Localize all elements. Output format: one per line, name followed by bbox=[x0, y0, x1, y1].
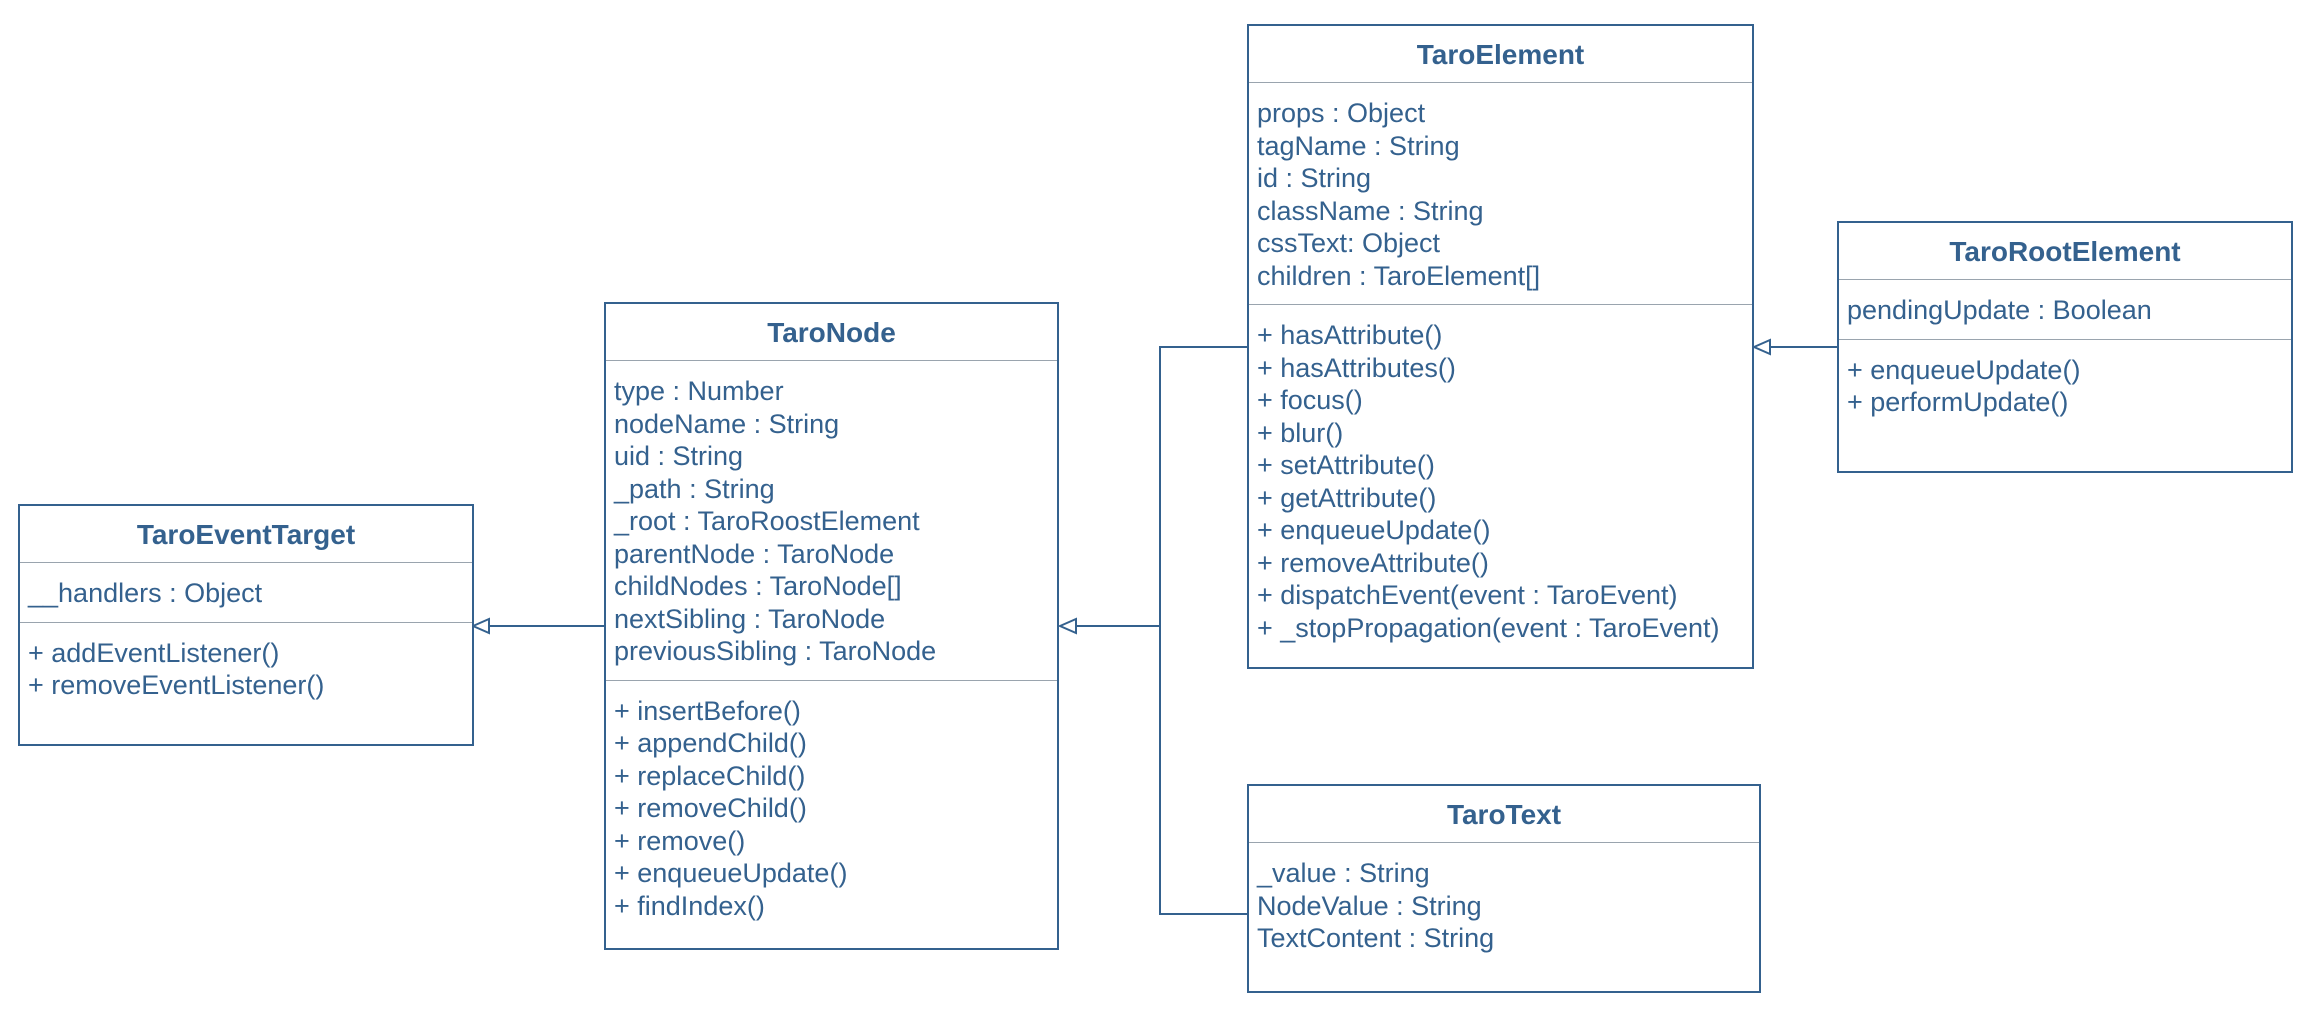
attribute: _root : TaroRoostElement bbox=[614, 506, 920, 536]
class-taro-root-element[interactable]: TaroRootElement pendingUpdate : Boolean … bbox=[1837, 221, 2293, 473]
method: + hasAttributes() bbox=[1257, 352, 1456, 383]
method: + setAttribute() bbox=[1257, 450, 1435, 480]
attribute: id : String bbox=[1257, 163, 1372, 193]
method: + remove() bbox=[614, 825, 746, 856]
method: + addEventListener() bbox=[28, 637, 280, 668]
method: + hasAttribute() bbox=[1257, 320, 1443, 350]
attribute: nodeName : String bbox=[614, 408, 840, 439]
attribute: nextSibling : TaroNode bbox=[614, 603, 886, 634]
class-name: TaroRootElement bbox=[1839, 223, 2291, 280]
method: + findIndex() bbox=[614, 890, 765, 921]
class-taro-event-target[interactable]: TaroEventTarget __handlers : Object + ad… bbox=[18, 504, 474, 746]
class-taro-node[interactable]: TaroNode type : Number nodeName : String… bbox=[604, 302, 1059, 950]
text-to-node-line bbox=[1159, 626, 1247, 915]
class-name: TaroNode bbox=[606, 304, 1057, 361]
class-name: TaroElement bbox=[1249, 26, 1752, 83]
class-taro-text[interactable]: TaroText _value : String NodeValue : Str… bbox=[1247, 784, 1761, 993]
method: + dispatchEvent(event : TaroEvent) bbox=[1257, 580, 1678, 610]
attributes-section: __handlers : Object bbox=[20, 563, 472, 623]
attribute: className : String bbox=[1257, 195, 1484, 226]
root-to-element-arrowhead bbox=[1751, 338, 1771, 356]
element-to-node-line bbox=[1076, 346, 1247, 627]
node-to-event-target-arrowhead bbox=[470, 617, 490, 635]
class-taro-element[interactable]: TaroElement props : Object tagName : Str… bbox=[1247, 24, 1754, 669]
method: + replaceChild() bbox=[614, 760, 806, 791]
method: + enqueueUpdate() bbox=[1257, 515, 1491, 545]
attribute: children : TaroElement[] bbox=[1257, 260, 1541, 291]
attribute: pendingUpdate : Boolean bbox=[1847, 295, 2152, 325]
method: + removeAttribute() bbox=[1257, 547, 1489, 578]
to-node-arrowhead bbox=[1057, 617, 1077, 635]
attribute: childNodes : TaroNode[] bbox=[614, 571, 902, 601]
method: + insertBefore() bbox=[614, 695, 801, 726]
methods-section: + addEventListener() + removeEventListen… bbox=[20, 623, 472, 714]
attribute: __handlers : Object bbox=[28, 578, 263, 608]
method: + removeEventListener() bbox=[28, 670, 325, 700]
attribute: tagName : String bbox=[1257, 130, 1460, 161]
attribute: NodeValue : String bbox=[1257, 890, 1482, 921]
attribute: props : Object bbox=[1257, 98, 1426, 128]
attribute: type : Number bbox=[614, 376, 784, 406]
attribute: _value : String bbox=[1257, 858, 1430, 888]
method: + focus() bbox=[1257, 385, 1363, 415]
method: + _stopPropagation(event : TaroEvent) bbox=[1257, 612, 1720, 643]
method: + appendChild() bbox=[614, 728, 807, 758]
attributes-section: _value : String NodeValue : String TextC… bbox=[1249, 843, 1759, 967]
class-name: TaroText bbox=[1249, 786, 1759, 843]
methods-section: + hasAttribute() + hasAttributes() + foc… bbox=[1249, 305, 1752, 656]
attribute: previousSibling : TaroNode bbox=[614, 636, 937, 666]
method: + getAttribute() bbox=[1257, 482, 1437, 513]
method: + enqueueUpdate() bbox=[1847, 354, 2081, 385]
attributes-section: pendingUpdate : Boolean bbox=[1839, 280, 2291, 340]
attributes-section: type : Number nodeName : String uid : St… bbox=[606, 361, 1057, 681]
methods-section: + enqueueUpdate() + performUpdate() bbox=[1839, 340, 2291, 431]
method: + performUpdate() bbox=[1847, 387, 2069, 417]
attributes-section: props : Object tagName : String id : Str… bbox=[1249, 83, 1752, 305]
attribute: _path : String bbox=[614, 473, 775, 504]
method: + enqueueUpdate() bbox=[614, 858, 848, 888]
attribute: parentNode : TaroNode bbox=[614, 538, 895, 569]
class-name: TaroEventTarget bbox=[20, 506, 472, 563]
method: + removeChild() bbox=[614, 793, 807, 823]
attribute: cssText: Object bbox=[1257, 228, 1441, 258]
attribute: TextContent : String bbox=[1257, 923, 1495, 953]
attribute: uid : String bbox=[614, 441, 744, 471]
methods-section: + insertBefore() + appendChild() + repla… bbox=[606, 681, 1057, 935]
method: + blur() bbox=[1257, 417, 1344, 448]
